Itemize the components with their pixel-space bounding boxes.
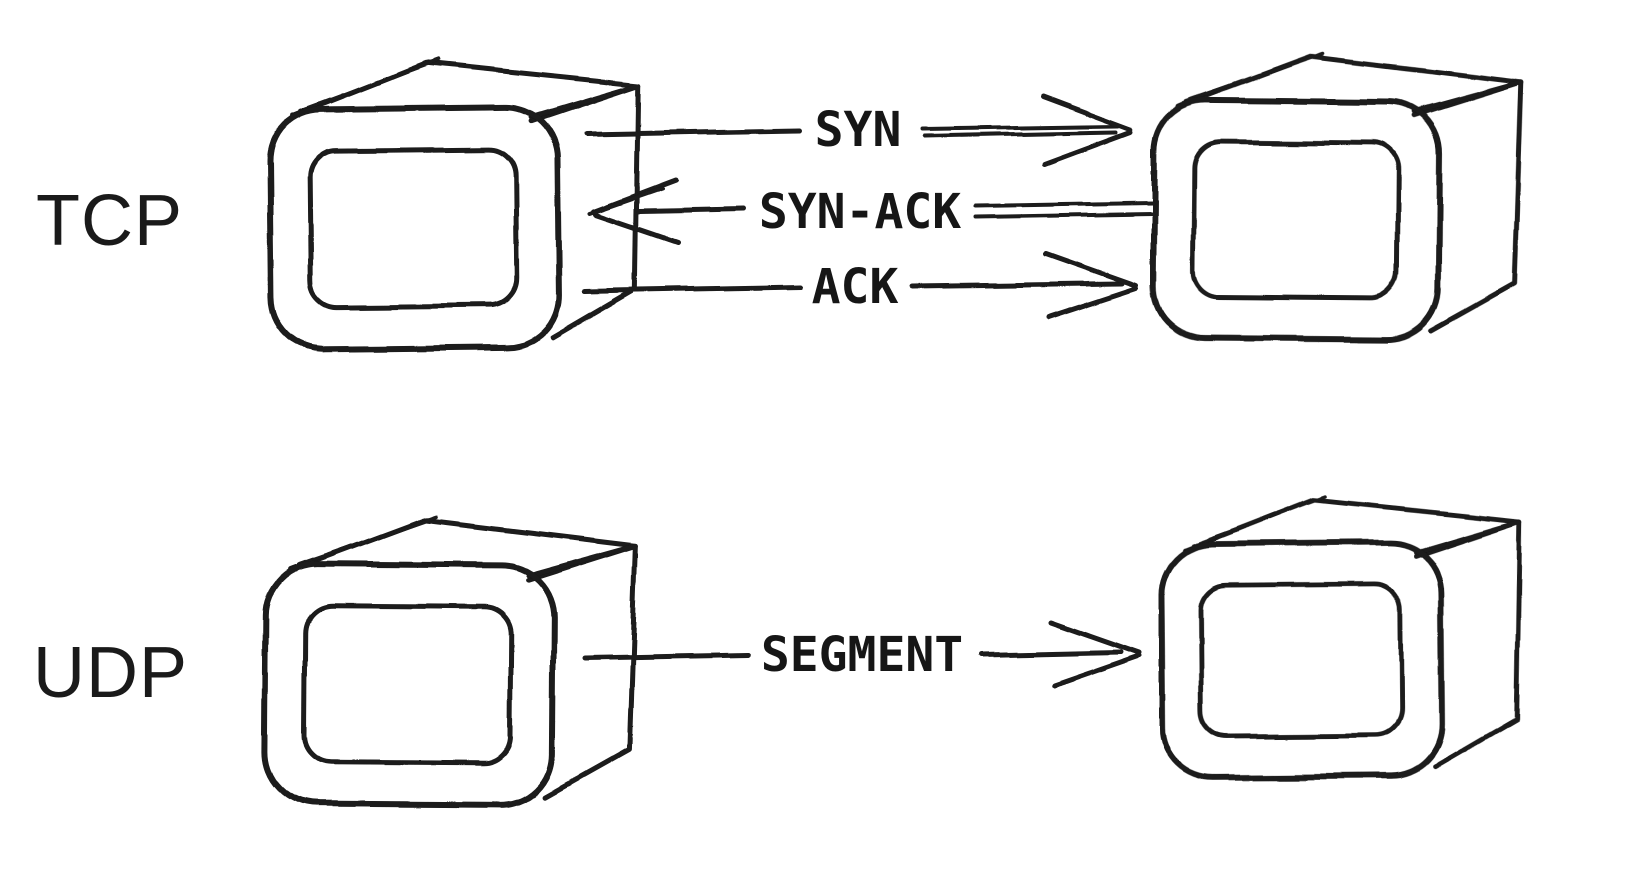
host-box-icon [1153, 52, 1522, 340]
message-label-syn-ack: SYN-ACK [759, 184, 961, 240]
message-label-syn: SYN [815, 102, 902, 158]
arrowhead-left-icon [588, 186, 664, 215]
arrow-line [979, 649, 1125, 658]
message-label-ack: ACK [812, 259, 899, 315]
arrow-line [582, 652, 751, 661]
tcp-receiver-node [1153, 52, 1522, 340]
host-box-icon [264, 516, 636, 807]
udp-receiver-node [1161, 495, 1522, 777]
message-label-segment: SEGMENT [761, 627, 963, 683]
tcp-sender-node [268, 58, 641, 350]
arrow-line [637, 206, 747, 214]
row-label-udp: UDP [33, 633, 188, 713]
arrow-line [582, 284, 803, 294]
arrowhead-right-icon [1043, 251, 1139, 321]
udp-sender-node [264, 516, 636, 807]
arrow-line [974, 201, 1154, 219]
message-syn-ack: SYN-ACK [588, 177, 1154, 245]
row-label-tcp: TCP [36, 181, 183, 261]
arrow-line [920, 124, 1120, 138]
message-ack: ACK [582, 251, 1139, 321]
arrowhead-right-icon [1049, 619, 1143, 689]
host-box-icon [268, 58, 641, 350]
message-syn: SYN [583, 93, 1133, 167]
host-box-icon [1161, 495, 1522, 777]
arrow-line [909, 281, 1125, 290]
arrowhead-right-icon [1039, 93, 1133, 167]
arrow-line [583, 127, 801, 137]
message-segment: SEGMENT [582, 619, 1143, 689]
